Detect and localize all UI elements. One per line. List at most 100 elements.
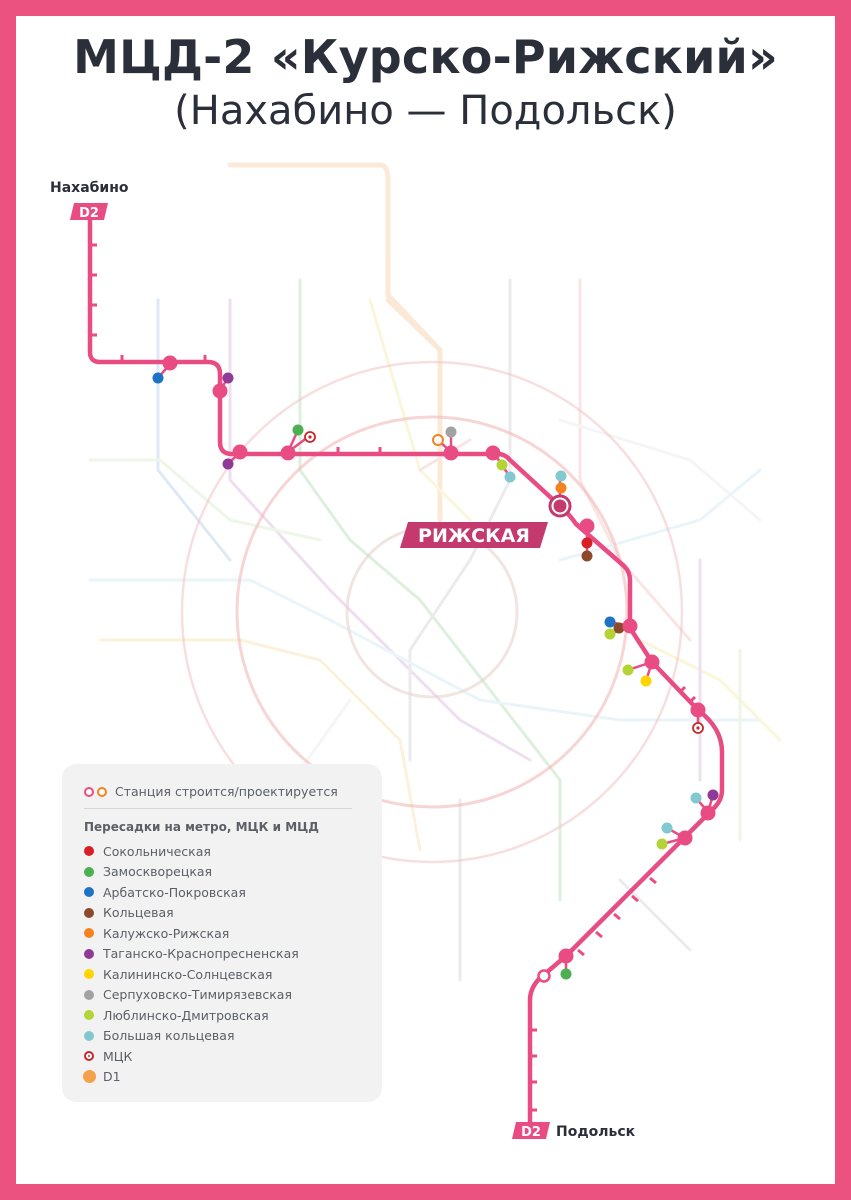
station-node[interactable] <box>232 444 248 460</box>
page-title: МЦД-2 «Курско-Рижский» <box>73 30 778 84</box>
line-color-dot-icon <box>84 948 94 959</box>
station-node[interactable] <box>700 805 716 821</box>
open-ring-icon <box>84 786 94 797</box>
transfer-lyublinsko-dmitrovskaya <box>496 459 508 471</box>
transfer-koltsevaya <box>613 622 625 634</box>
line-color-dot-icon <box>84 928 94 939</box>
big-ring-background <box>180 360 684 864</box>
legend-divider <box>84 808 352 809</box>
legend-heading: Пересадки на метро, МЦК и МЦД <box>84 820 319 834</box>
transfer-kaluzhsko-rizhskaya <box>555 482 567 494</box>
legend-item-label: Таганско-Краснопресненская <box>103 946 299 962</box>
transfer-serpukhovsko-timiryazevskaya <box>445 426 457 438</box>
legend-item: Сокольническая <box>84 841 299 862</box>
south-terminus-name: Подольск <box>556 1124 636 1140</box>
station-node[interactable] <box>485 445 501 461</box>
line-color-dot-icon <box>84 989 94 1000</box>
legend-item: D1 <box>83 1067 299 1088</box>
mck-ring-background <box>235 415 629 809</box>
legend-item: МЦК <box>84 1046 299 1067</box>
legend-item-label: Замоскворецкая <box>103 864 213 880</box>
transfer-bolshaya-koltsevaya <box>555 470 567 482</box>
line-color-dot-icon <box>84 887 94 898</box>
legend-item-label: Сокольническая <box>103 843 211 859</box>
featured-station-name: РИЖСКАЯ <box>418 525 530 547</box>
transfer-bolshaya-koltsevaya <box>661 822 673 834</box>
open-ring-icon <box>97 786 107 797</box>
transfer-arbatsko-pokrovskaya <box>152 372 164 384</box>
legend-item-label: D1 <box>103 1069 121 1085</box>
d2-badge-icon: D2 <box>512 1122 550 1140</box>
north-terminus-name: Нахабино <box>50 180 129 196</box>
open-ring-icon <box>537 969 551 983</box>
legend-item: Серпуховско-Тимирязевская <box>84 985 299 1006</box>
line-color-dot-icon <box>84 907 94 918</box>
koltsevaya-ring-background <box>345 525 519 699</box>
legend-item-label: Арбатско-Покровская <box>103 884 246 900</box>
rizhskaya-station-marker[interactable] <box>548 494 572 518</box>
transfer-lyublinsko-dmitrovskaya <box>604 628 616 640</box>
legend-item-label: Большая кольцевая <box>103 1028 235 1044</box>
station-node[interactable] <box>622 618 638 634</box>
legend-item: Калужско-Рижская <box>84 923 299 944</box>
legend-item-label: Серпуховско-Тимирязевская <box>103 987 292 1003</box>
station-node[interactable] <box>579 518 595 534</box>
legend-item: Замоскворецкая <box>84 862 299 883</box>
rizhskaya-label: РИЖСКАЯ <box>400 522 548 548</box>
mck-ring-icon <box>84 1051 94 1062</box>
transfer-tagansko-krasnopresnenskaya <box>222 458 234 470</box>
transfer-tagansko-krasnopresnenskaya <box>222 372 234 384</box>
transfer-zamoskvoretskaya <box>292 424 304 436</box>
route-ticks <box>90 243 697 1112</box>
station-node[interactable] <box>280 445 296 461</box>
legend-item-label: Кольцевая <box>103 905 174 921</box>
station-node[interactable] <box>690 702 706 718</box>
transfer-tagansko-krasnopresnenskaya <box>707 789 719 801</box>
transfer-stations <box>162 355 716 964</box>
legend-building-row: Станция строится/проектируется <box>84 784 338 799</box>
transfer-sokolnicheskaya <box>581 537 593 549</box>
station-node[interactable] <box>644 654 660 670</box>
mck-ring-icon <box>304 431 316 443</box>
transfer-zamoskvoretskaya <box>560 968 572 980</box>
legend-item: Большая кольцевая <box>84 1026 299 1047</box>
legend-item-label: Люблинско-Дмитровская <box>103 1007 269 1023</box>
background-network <box>88 162 782 982</box>
legend-item: Арбатско-Покровская <box>84 882 299 903</box>
legend-item: Кольцевая <box>84 903 299 924</box>
line-color-dot-icon <box>84 969 94 980</box>
legend-item: Таганско-Краснопресненская <box>84 944 299 965</box>
station-node[interactable] <box>677 830 693 846</box>
line-color-dot-icon <box>84 846 94 857</box>
legend-item: Калининско-Солнцевская <box>84 964 299 985</box>
station-node[interactable] <box>212 383 228 399</box>
transfer-dots <box>152 372 719 980</box>
open-ring-icon <box>432 434 444 446</box>
line-color-dot-icon <box>84 1010 94 1021</box>
transfer-koltsevaya <box>581 550 593 562</box>
line-color-dot-icon <box>83 1070 96 1084</box>
legend-item-label: МЦК <box>103 1048 133 1064</box>
station-node[interactable] <box>558 948 574 964</box>
line-color-dot-icon <box>84 1030 94 1041</box>
transfer-arbatsko-pokrovskaya <box>604 616 616 628</box>
legend-item-label: Калужско-Рижская <box>103 925 230 941</box>
transfer-lyublinsko-dmitrovskaya <box>656 838 668 850</box>
transfer-lyublinsko-dmitrovskaya <box>622 664 634 676</box>
legend-item: Люблинско-Дмитровская <box>84 1005 299 1026</box>
transfer-bolshaya-koltsevaya <box>690 792 702 804</box>
legend-item-label: Калининско-Солнцевская <box>103 966 273 982</box>
svg-text:D2: D2 <box>79 206 99 221</box>
mck-ring-icon <box>692 722 704 734</box>
legend-panel: Станция строится/проектируется Пересадки… <box>62 764 382 1102</box>
line-color-dot-icon <box>84 866 94 877</box>
legend-building-label: Станция строится/проектируется <box>115 784 338 799</box>
svg-text:D2: D2 <box>521 1125 541 1140</box>
d2-badge-icon: D2 <box>70 203 108 221</box>
station-node[interactable] <box>162 355 178 371</box>
station-node[interactable] <box>443 445 459 461</box>
d2-route-line <box>87 212 725 1133</box>
transfer-kalininsko-solntsevskaya <box>640 675 652 687</box>
